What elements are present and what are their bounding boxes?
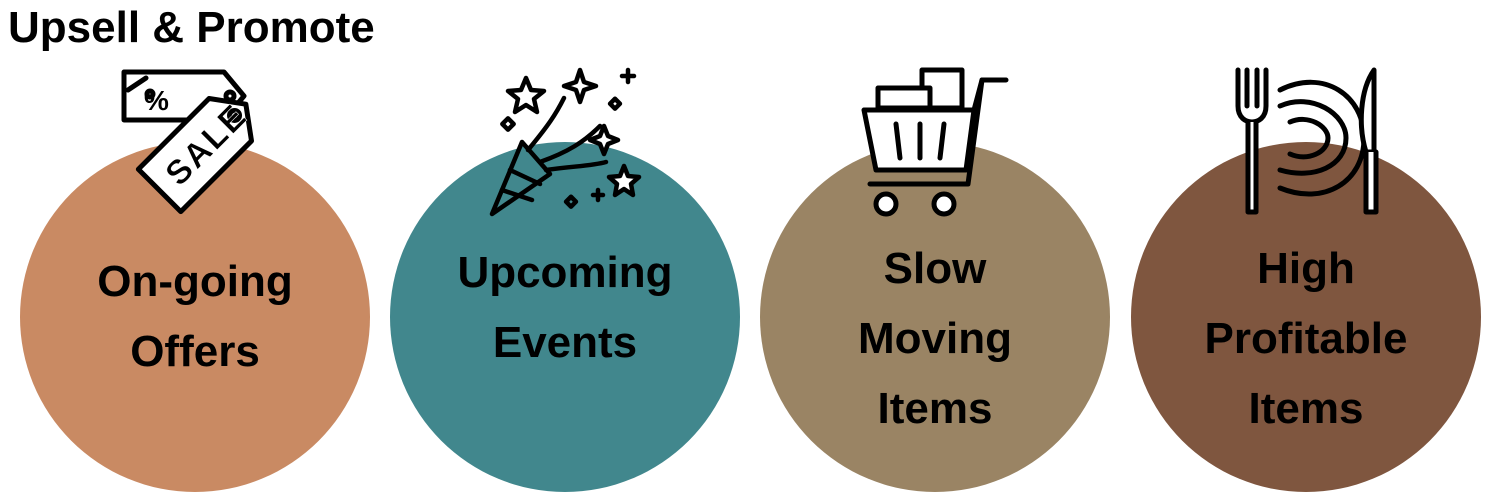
high-profitable-items-label: High Profitable Items [1205,234,1408,444]
label-line: Slow [883,244,987,293]
shopping-cart-icon [856,66,1016,221]
label-line: High [1257,244,1355,293]
label-line: Offers [130,327,260,376]
svg-text:%: % [144,85,169,116]
label-line: Upcoming [457,248,673,297]
party-popper-icon [488,66,648,221]
slow-moving-items-label: Slow Moving Items [858,234,1012,444]
label-line: Moving [858,314,1012,363]
page-title: Upsell & Promote [8,3,375,52]
ongoing-offers-label: On-going Offers [97,247,293,387]
label-line: On-going [97,257,293,306]
label-line: Items [877,384,993,433]
label-line: Items [1248,384,1364,433]
plate-cutlery-icon [1228,66,1398,221]
sale-tag-icon: % SALE [118,66,278,221]
slow-moving-items-circle: Slow Moving Items [760,142,1110,492]
label-line: Profitable [1204,314,1408,363]
label-line: Events [492,318,638,367]
upcoming-events-label: Upcoming Events [457,238,672,378]
high-profitable-items-circle: High Profitable Items [1131,142,1481,492]
